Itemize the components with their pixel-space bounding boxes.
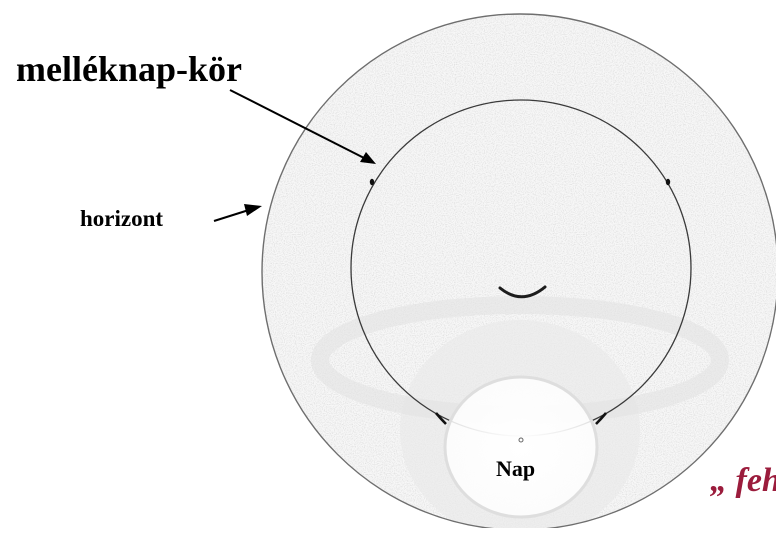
parhelic-arrow [229, 89, 376, 164]
parhelion-right [665, 178, 671, 186]
sun-glow [443, 375, 599, 519]
horizon-label: horizont [80, 206, 164, 231]
caption-fragment: „ feh [710, 462, 776, 499]
zenith-arc [498, 285, 547, 299]
parhelic-circle-label: melléknap-kör [16, 49, 243, 89]
sun-marker [518, 437, 524, 443]
parhelion-left [369, 178, 375, 186]
sun-label: Nap [496, 456, 536, 481]
horizon-arrow [213, 204, 262, 222]
parhelion-lower-right [595, 412, 607, 425]
parhelion-lower-left [435, 412, 447, 425]
